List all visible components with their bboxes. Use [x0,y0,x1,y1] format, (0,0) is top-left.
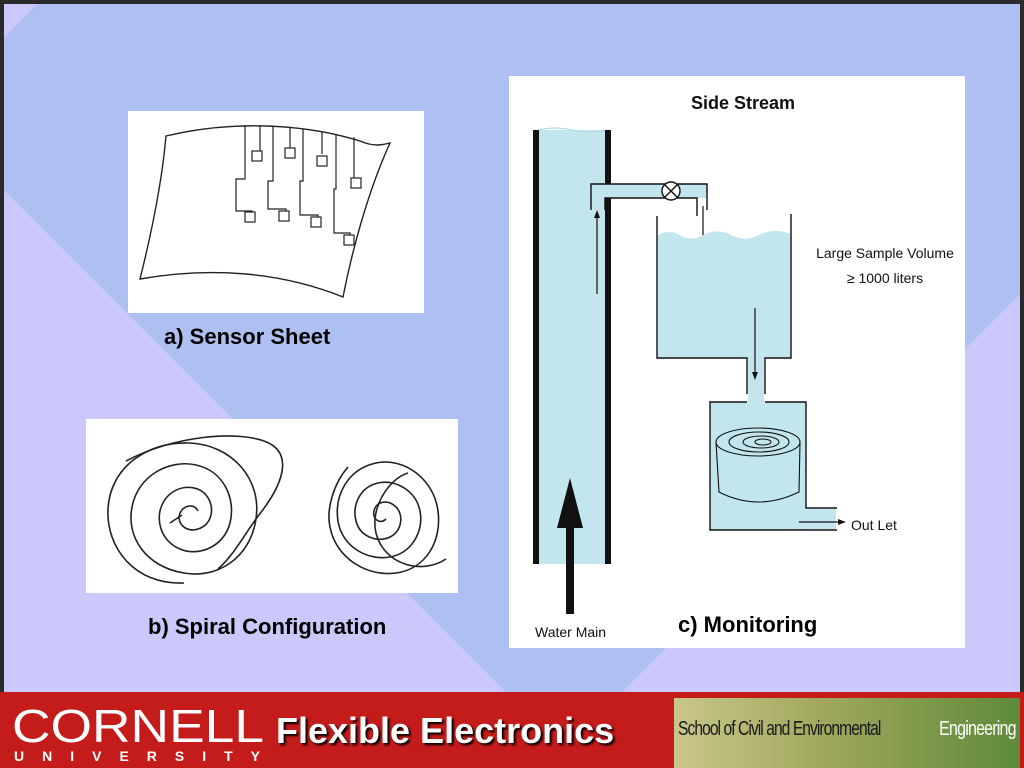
side-pipe [591,184,707,198]
water-main-right-wall [605,130,611,564]
volume-label-line1: Large Sample Volume [816,245,954,261]
sensor-pad [244,211,256,223]
cornell-logo: CORNELL UNIVERSITY [12,700,264,764]
outlet-label: Out Let [851,517,897,533]
spiral-drawing [107,435,447,584]
spiral-caption: b) Spiral Configuration [148,614,387,639]
diagram-title: Side Stream [691,93,795,113]
sensor-pad [284,147,296,159]
school-name-accent: Engineering [939,718,1016,740]
school-name: School of Civil and Environmental [678,718,881,740]
sensor-pad [251,150,263,162]
sensor-pad [278,210,290,222]
flow-arrow-up [557,478,583,528]
school-banner: School of Civil and Environmental Engine… [674,698,1020,768]
large-tank-water [657,231,791,358]
sensor-pad [310,216,322,228]
monitoring-caption: c) Monitoring [678,612,818,637]
water-main-left-wall [533,130,539,564]
sensor-pad [350,177,362,189]
spiral-sensor-icon [715,427,801,503]
monitoring-panel: Side Stream [509,76,965,648]
sensor-sheet-caption: a) Sensor Sheet [164,324,331,349]
sensor-pad [343,234,355,246]
sensor-pad [316,155,328,167]
sensor-sheet-drawing [139,125,392,298]
spiral-panel [86,419,458,593]
cornell-logo-main: CORNELL [12,700,264,752]
water-main-label: Water Main [535,624,606,640]
footer-title: Flexible Electronics [276,710,615,751]
side-stream-diagram: Side Stream [533,93,954,640]
sensor-sheet-panel [128,111,424,313]
volume-label-line2: ≥ 1000 liters [847,270,923,286]
monitoring-chamber [710,402,806,530]
